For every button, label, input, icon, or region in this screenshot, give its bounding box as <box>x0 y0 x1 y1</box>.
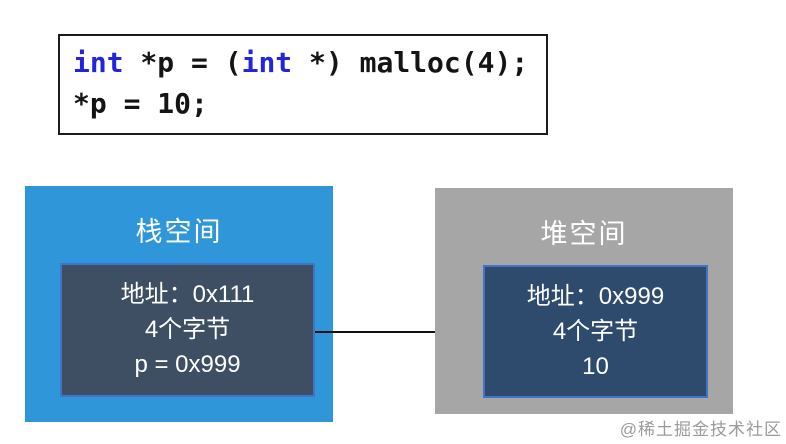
heap-space-box: 堆空间 地址：0x999 4个字节 10 <box>435 188 733 414</box>
stack-cell-address: 地址：0x111 <box>120 281 255 308</box>
stack-space-box: 栈空间 地址：0x111 4个字节 p = 0x999 <box>25 186 333 422</box>
heap-cell-value: 10 <box>582 353 609 380</box>
stack-space-label: 栈空间 <box>135 217 223 247</box>
pointer-arrow-line <box>315 331 472 333</box>
code-snippet-box: int *p = (int *) malloc(4); *p = 10; <box>58 34 548 135</box>
code-text: *) malloc(4); <box>292 46 529 79</box>
stack-cell-size: 4个字节 <box>144 316 231 343</box>
code-line-2: *p = 10; <box>73 87 208 120</box>
stack-variable-cell: 地址：0x111 4个字节 p = 0x999 <box>60 263 315 397</box>
heap-block-cell: 地址：0x999 4个字节 10 <box>483 265 708 398</box>
heap-space-label: 堆空间 <box>540 219 628 249</box>
stack-cell-value: p = 0x999 <box>134 351 241 378</box>
code-line-1: int *p = (int *) malloc(4); <box>73 42 546 83</box>
code-text: *p = ( <box>123 46 242 79</box>
code-keyword-int: int <box>241 46 293 79</box>
heap-cell-size: 4个字节 <box>552 318 639 345</box>
heap-cell-address: 地址：0x999 <box>526 283 665 310</box>
watermark-text: @稀土掘金技术社区 <box>619 420 782 439</box>
code-keyword-int: int <box>73 46 124 79</box>
